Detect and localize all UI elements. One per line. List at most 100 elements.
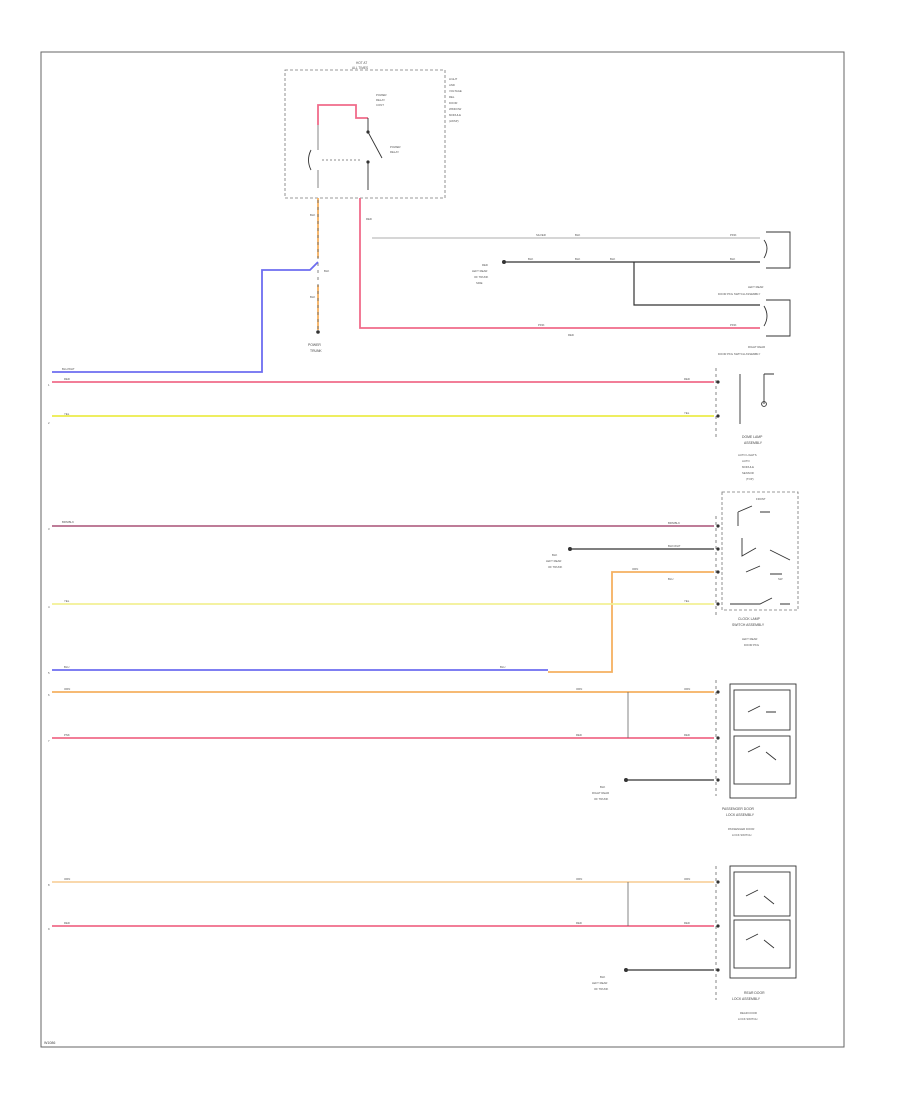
relay-contact (367, 118, 383, 190)
wire-label: RED (568, 333, 574, 337)
connector-pin (716, 602, 720, 606)
conn-label: BLK (730, 257, 735, 261)
module-side-label-line: WINDOW (449, 107, 462, 111)
sensor-label-5: (TOP) (746, 477, 754, 481)
left-pin-number: 8 (48, 883, 50, 887)
wire-label: BLK (528, 257, 533, 261)
splice2-label: RIGHT REAR (592, 791, 609, 795)
clock-label-3: LEFT REAR (742, 637, 757, 641)
pass-label-1: PASSENGER DOOR (722, 807, 755, 811)
pink-wire-right (359, 198, 760, 329)
wire-label: RED (576, 733, 582, 737)
wire-label: ORN (684, 687, 690, 691)
lock-switch-upper (733, 871, 791, 917)
lock-switch-upper (733, 689, 791, 731)
left-wire-label: ORN (64, 877, 70, 881)
black-wire-branch (633, 262, 760, 306)
left-wire-label: BRN/BLK (62, 520, 74, 524)
wire-label: BLU (500, 665, 505, 669)
relay-contact-point (366, 160, 370, 164)
pass-label-2: LOCK ASSEMBLY (726, 813, 755, 817)
left-pin-number: 4 (48, 605, 50, 609)
orange-wire-branch (548, 571, 714, 673)
lamp-symbol (739, 373, 774, 424)
blue-wire-to-module (52, 261, 319, 373)
dome-lamp-assembly: DOME LAMP ASSEMBLY AUTO LIGHTS AUTO MODU… (715, 368, 774, 481)
pin-label: BLK (310, 295, 315, 299)
component-label: DOOR PKG SWITCH ASSEMBLY (718, 292, 761, 296)
connector-pin (716, 570, 720, 574)
component-label: RIGHT REAR (748, 345, 765, 349)
dome-label-2: ASSEMBLY (744, 441, 763, 445)
module-side-label: LIGHT AND VOLTAGE REL DOOR WINDOW MODULE… (449, 77, 462, 123)
relay-coil (308, 149, 312, 171)
mid-splice-label: OF TRUNK (548, 565, 562, 569)
switch-assembly-box (721, 491, 799, 611)
splice-label-1: RED (482, 263, 488, 267)
rear-label-2: LOCK ASSEMBLY (732, 997, 761, 1001)
module-top-label-2: ALL TIMES (352, 66, 368, 70)
relay-label-c: CONT (376, 103, 384, 107)
left-wire-label: BLU (64, 665, 69, 669)
wire-label: BLK (324, 269, 329, 273)
wire-label: ORN (576, 687, 582, 691)
component-contact (763, 239, 768, 259)
splice-point (624, 778, 628, 782)
left-pin-number: 3 (48, 527, 50, 531)
wire-label-silver: SILVER (536, 233, 546, 237)
pkg-label: FRONT (756, 497, 766, 501)
sensor-label-1: AUTO LIGHTS (738, 453, 757, 457)
module-internal-red-wire (317, 104, 368, 125)
connector-pin (716, 924, 720, 928)
clock-label-4: DOOR PKG (744, 643, 759, 647)
lock-contact (745, 889, 775, 905)
ground-label-2: TRUNK (310, 349, 322, 353)
lamp-bulb (761, 401, 767, 407)
splice3-label: OF TRUNK (594, 987, 608, 991)
lock-contact (747, 705, 776, 713)
module-top-label-1: HOT AT (356, 61, 367, 65)
switch-contact (741, 538, 791, 561)
wire-label: YEL (684, 599, 690, 603)
connector-pin (716, 736, 720, 740)
lock-switch-lower (733, 919, 791, 969)
splice-label-2: LEFT REAR (472, 269, 487, 273)
splice-point (624, 968, 628, 972)
component-label: LEFT REAR (748, 285, 763, 289)
clock-lamp-switch-assembly: FRONT SW CLOCK LAMP SWITCH ASSEMBLY LEFT… (715, 491, 799, 647)
pkg-label: SW (778, 577, 783, 581)
switch-contact (745, 565, 782, 575)
component-label: DOOR PKG SWITCH ASSEMBLY (718, 352, 761, 356)
wire-label: BLU (668, 577, 673, 581)
wire-label: BLK (575, 257, 580, 261)
left-wire-label: RED (64, 921, 70, 925)
splice2-label: OF TRUNK (594, 797, 608, 801)
rear-door-lock-assembly: REAR DOOR LOCK ASSEMBLY REAR DOOR LOCK S… (715, 865, 797, 1021)
clock-label-1: CLOCK LAMP (738, 617, 761, 621)
pin-label: RED (366, 217, 372, 221)
connector-pin (716, 968, 720, 972)
rear-label-4: LOCK SWITCH (738, 1017, 757, 1021)
connector-pin (716, 778, 720, 782)
wire-label: BRN/BLK (668, 521, 680, 525)
wire-label: RED (684, 733, 690, 737)
connector-pin (716, 380, 720, 384)
sensor-label-4: SENSOR (742, 471, 754, 475)
clock-label-2: SWITCH ASSEMBLY (732, 623, 765, 627)
wire-label: BLK (610, 257, 615, 261)
ground-label-1: POWER (308, 343, 321, 347)
conn-label: PINK (730, 323, 737, 327)
conn-label: PINK (730, 233, 737, 237)
lock-contact (747, 745, 777, 761)
wire-label: PINK (538, 323, 545, 327)
dome-label-1: DOME LAMP (742, 435, 763, 439)
ground-point (316, 330, 320, 334)
module-side-label-line: (LWSP) (449, 119, 459, 123)
lock-contact (745, 933, 775, 949)
wire-label: RED (684, 921, 690, 925)
pass-label-4: LOCK SWITCH (732, 833, 751, 837)
connector-pin (716, 880, 720, 884)
left-wire-label: PNK (64, 733, 70, 737)
connector-pin (716, 414, 720, 418)
